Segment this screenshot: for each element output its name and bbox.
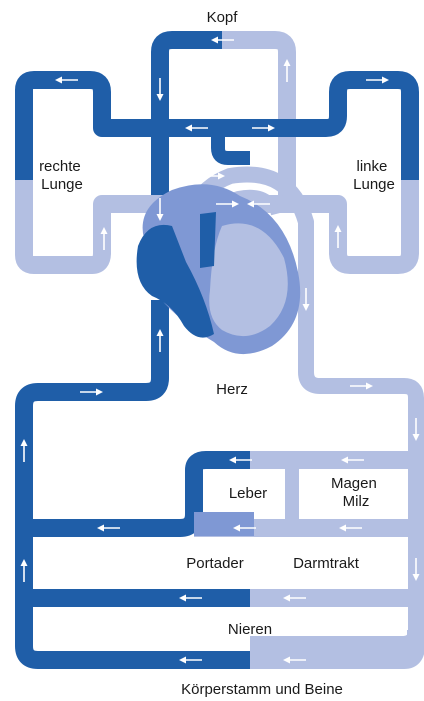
flow-arrow <box>350 382 373 390</box>
pulmonary-artery-stub <box>200 212 216 268</box>
flow-arrow <box>216 200 239 208</box>
flow-arrow <box>334 225 342 248</box>
pulmonary-trunk <box>211 128 250 165</box>
label-kidneys: Nieren <box>228 621 272 638</box>
label-left-lung-line1: linke <box>356 158 387 175</box>
right-lung-vein <box>15 180 200 274</box>
heart <box>136 184 301 355</box>
flow-arrows <box>20 36 420 664</box>
label-right-lung-line1: rechte <box>39 158 81 175</box>
flow-arrow <box>179 656 202 664</box>
left-lung-circuit <box>232 71 419 274</box>
vena-cava <box>15 300 250 669</box>
flow-arrow <box>211 36 234 44</box>
label-left-lung: linke Lunge <box>353 158 395 193</box>
flow-arrow <box>412 558 420 581</box>
flow-arrow <box>283 656 306 664</box>
label-heart: Herz <box>216 381 248 398</box>
flow-arrow <box>339 524 362 532</box>
head-vessel-oxygenated <box>222 31 296 198</box>
flow-arrow <box>156 198 164 221</box>
flow-arrow <box>252 124 275 132</box>
portal-vein-segment <box>194 512 254 536</box>
flow-arrow <box>156 78 164 101</box>
flow-arrow <box>179 594 202 602</box>
label-spleen: Milz <box>343 493 370 510</box>
flow-arrow <box>341 456 364 464</box>
flow-arrow <box>412 418 420 441</box>
label-right-lung-line2: Lunge <box>41 176 83 193</box>
flow-arrow <box>20 439 28 462</box>
flow-arrow <box>247 200 270 208</box>
label-portal-vein: Portader <box>186 555 244 572</box>
flow-arrow <box>55 76 78 84</box>
flow-arrow <box>283 59 291 82</box>
label-left-lung-line2: Lunge <box>353 176 395 193</box>
right-lung-artery <box>15 71 232 180</box>
flow-arrow <box>185 124 208 132</box>
label-stomach-spleen: Magen Milz <box>331 475 381 510</box>
heart-right-ventricle <box>136 224 214 338</box>
flow-arrow <box>366 76 389 84</box>
head-circuit <box>151 31 296 258</box>
flow-arrow <box>229 456 252 464</box>
flow-arrow <box>100 227 108 250</box>
label-stomach: Magen <box>331 475 377 492</box>
right-lung-circuit <box>15 71 250 274</box>
heart-left-ventricle <box>209 223 288 337</box>
body-lower-supply <box>250 630 424 669</box>
portal-return <box>24 451 250 537</box>
label-trunk-legs: Körperstamm und Beine <box>181 681 343 698</box>
flow-arrow <box>233 524 256 532</box>
flow-arrow <box>202 172 225 180</box>
left-lung-vein <box>246 180 419 274</box>
flow-arrow <box>156 329 164 352</box>
head-vessel-deoxygenated <box>151 31 222 258</box>
label-intestine: Darmtrakt <box>293 555 360 572</box>
flow-arrow <box>97 524 120 532</box>
flow-arrow <box>283 594 306 602</box>
body-circuits <box>15 300 424 669</box>
label-liver: Leber <box>229 485 267 502</box>
flow-arrow <box>20 559 28 582</box>
flow-arrow <box>80 388 103 396</box>
left-lung-artery <box>232 71 419 180</box>
label-head: Kopf <box>207 9 239 26</box>
label-right-lung: rechte Lunge <box>39 158 85 193</box>
flow-arrow <box>302 288 310 311</box>
